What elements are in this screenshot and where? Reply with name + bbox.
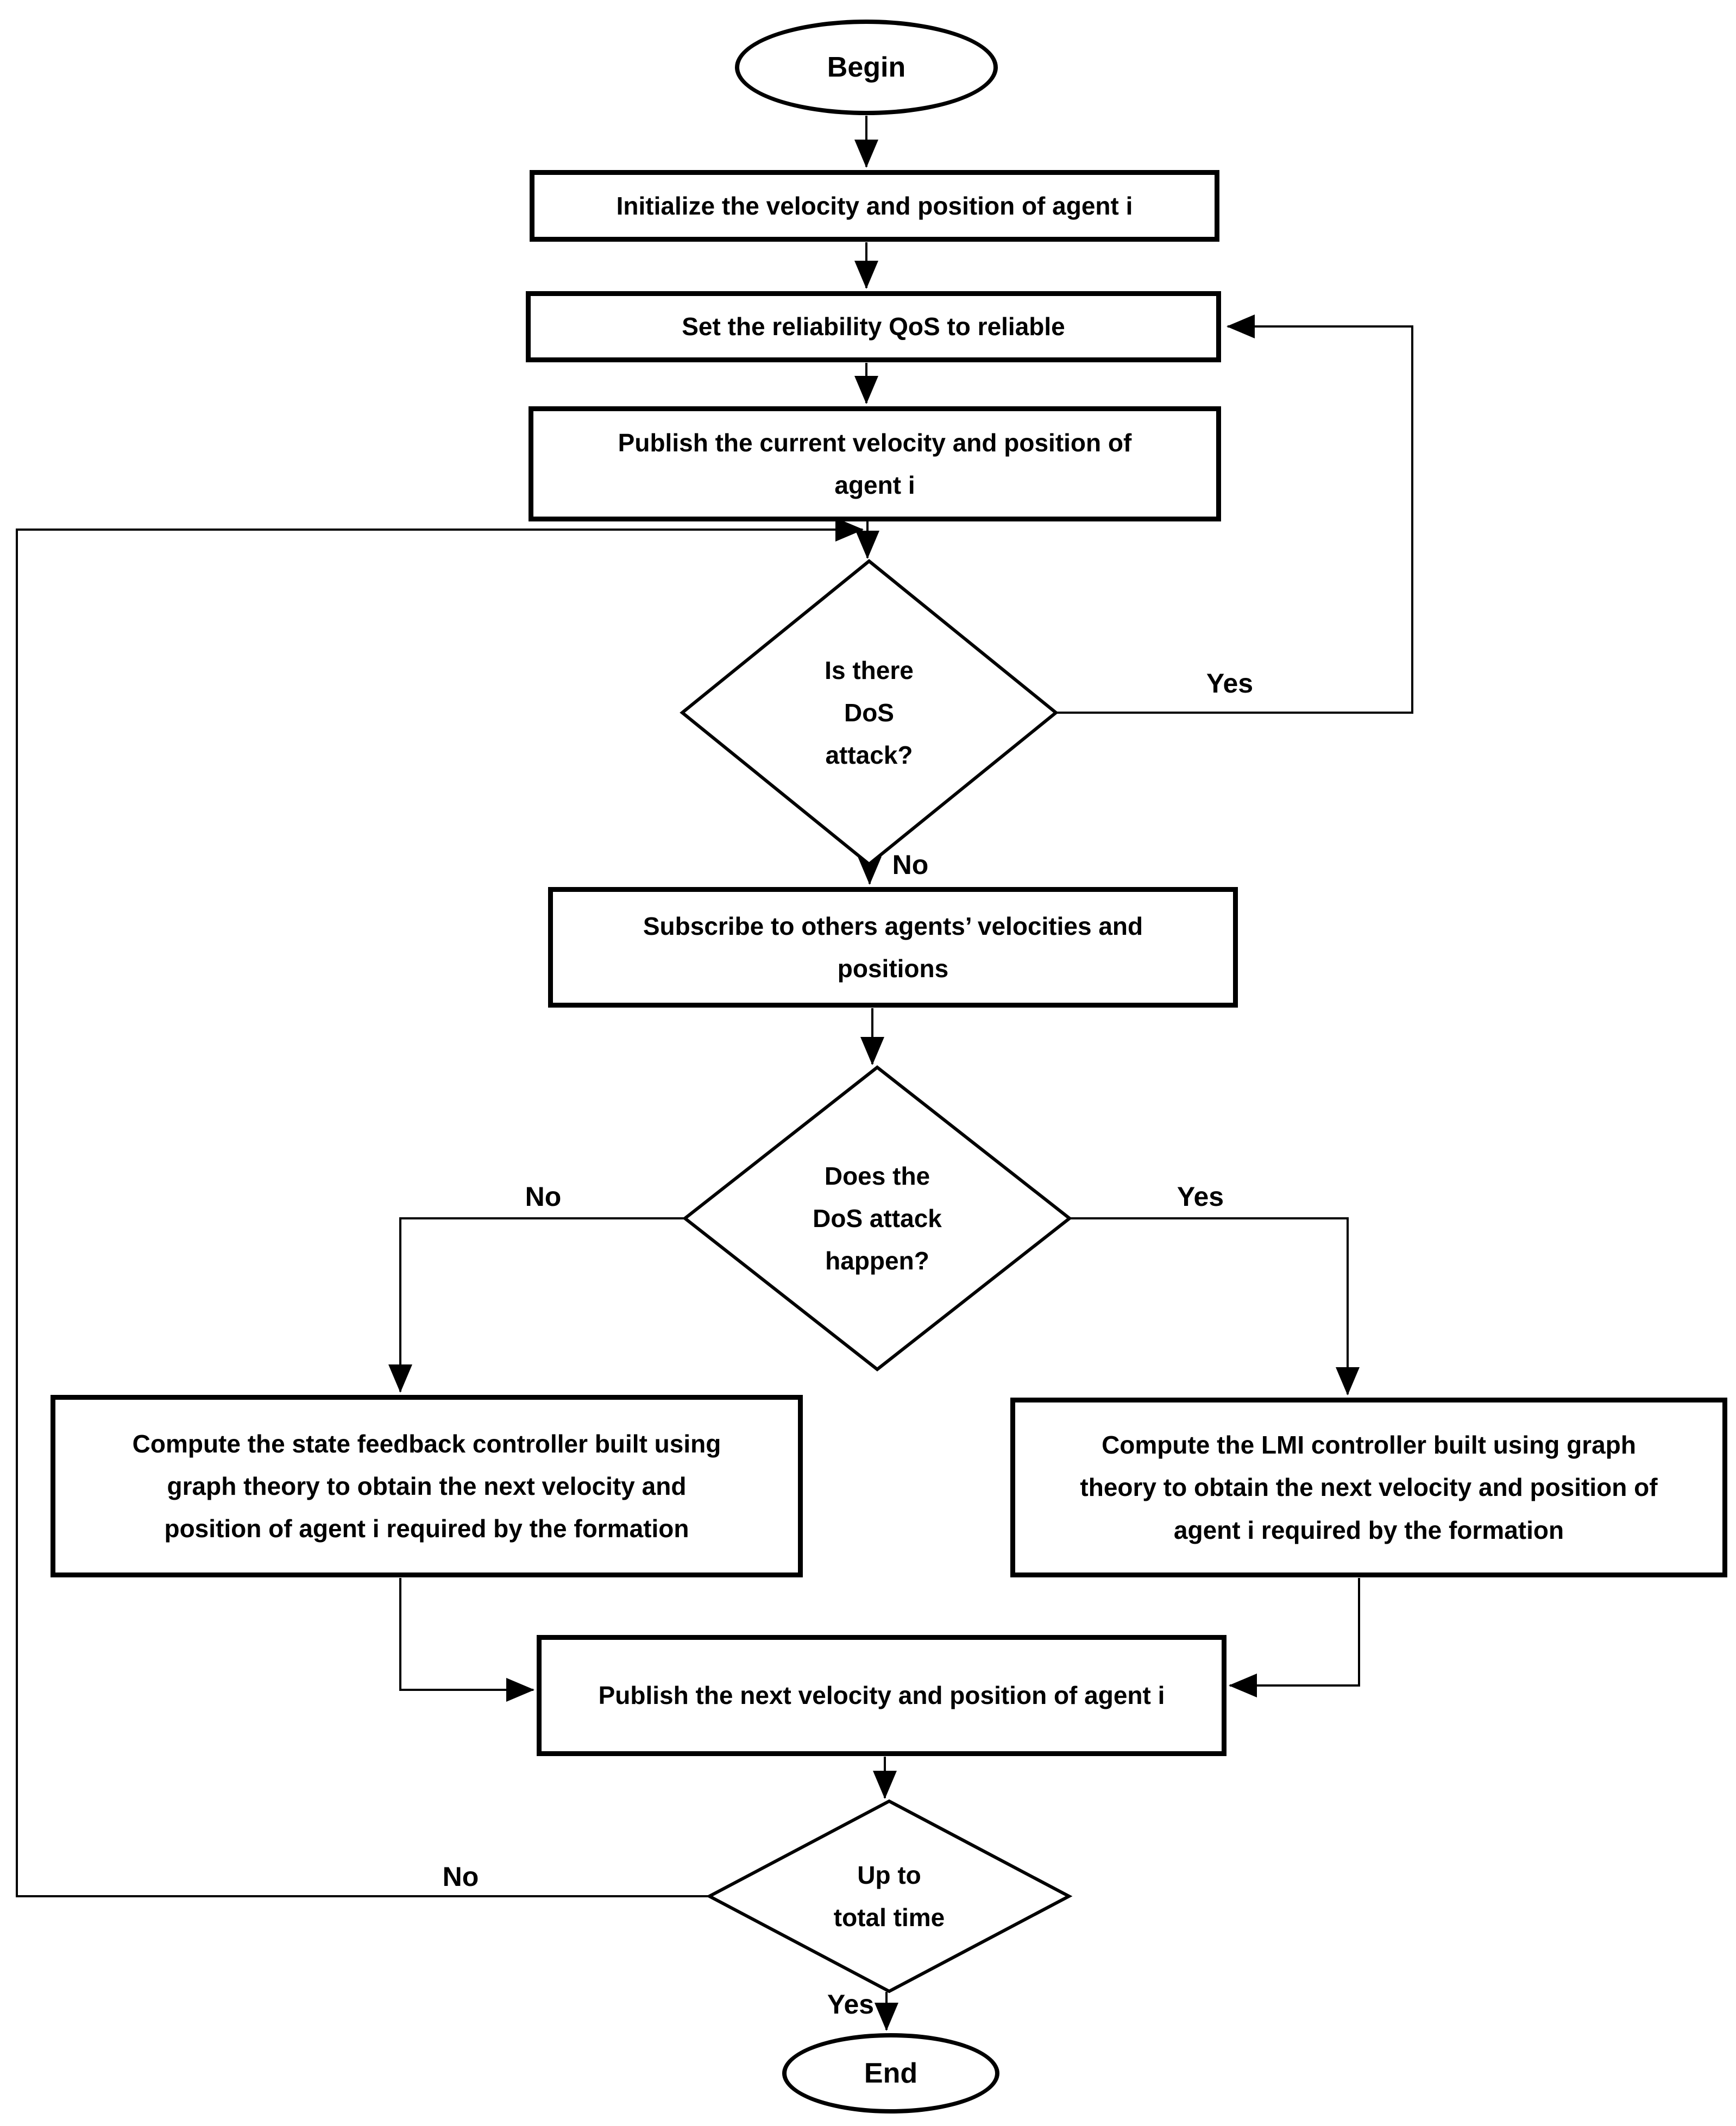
publish-current-label: Publish the current velocity and positio… [618,428,1132,499]
lmi-label: Compute the LMI controller built using g… [1080,1431,1658,1544]
end-terminator: End [782,2033,999,2114]
publish-current-process-box: Publish the current velocity and positio… [529,406,1221,521]
dos-happen-text: Does the DoS attack happen? [813,1161,942,1275]
label-dos-detected-no: No [892,850,929,880]
state-feedback-process-box: Compute the state feedback controller bu… [51,1395,803,1577]
dos-detected-text: Is there DoS attack? [825,656,914,770]
label-dos-detected-yes: Yes [1206,668,1254,699]
set-qos-label: Set the reliability QoS to reliable [682,312,1065,341]
end-label: End [864,2057,918,2089]
label-up-to-total-yes: Yes [827,1989,875,2020]
up-to-total-time-decision-shape [706,1799,1073,1993]
edge-uptototal-no-return-loop [16,518,864,1897]
label-dos-happen-yes: Yes [1177,1181,1224,1212]
subscribe-label: Subscribe to others agents’ velocities a… [643,911,1143,983]
label-up-to-total-no: No [442,1861,479,1892]
dos-happen-decision-shape [682,1065,1072,1372]
edge-dosdetected-yes-loop [1056,315,1413,714]
set-qos-process-box: Set the reliability QoS to reliable [526,291,1221,362]
up-to-total-time-text: Up to total time [833,1860,945,1932]
begin-terminator: Begin [735,20,998,115]
edge-lmi-to-publishnext [1229,1578,1360,1697]
initialize-label: Initialize the velocity and position of … [616,191,1133,220]
dos-detected-decision-label: Is there DoS attack? [750,636,989,790]
lmi-process-box: Compute the LMI controller built using g… [1010,1398,1727,1577]
begin-label: Begin [827,51,906,83]
dos-detected-decision-shape [680,559,1059,866]
state-feedback-label: Compute the state feedback controller bu… [132,1429,721,1543]
edge-doshappen-no-to-statefeedback [388,1217,685,1393]
label-dos-happen-no: No [525,1181,562,1212]
publish-next-process-box: Publish the next velocity and position o… [537,1635,1226,1756]
dos-happen-decision-label: Does the DoS attack happen? [752,1141,1002,1296]
edge-doshappen-yes-to-lmi [1070,1217,1360,1395]
subscribe-process-box: Subscribe to others agents’ velocities a… [548,887,1238,1008]
publish-next-label: Publish the next velocity and position o… [598,1681,1165,1710]
up-to-total-time-decision-label: Up to total time [781,1847,998,1946]
initialize-process-box: Initialize the velocity and position of … [530,170,1219,242]
edge-statefeedback-to-publishnext [399,1578,534,1702]
